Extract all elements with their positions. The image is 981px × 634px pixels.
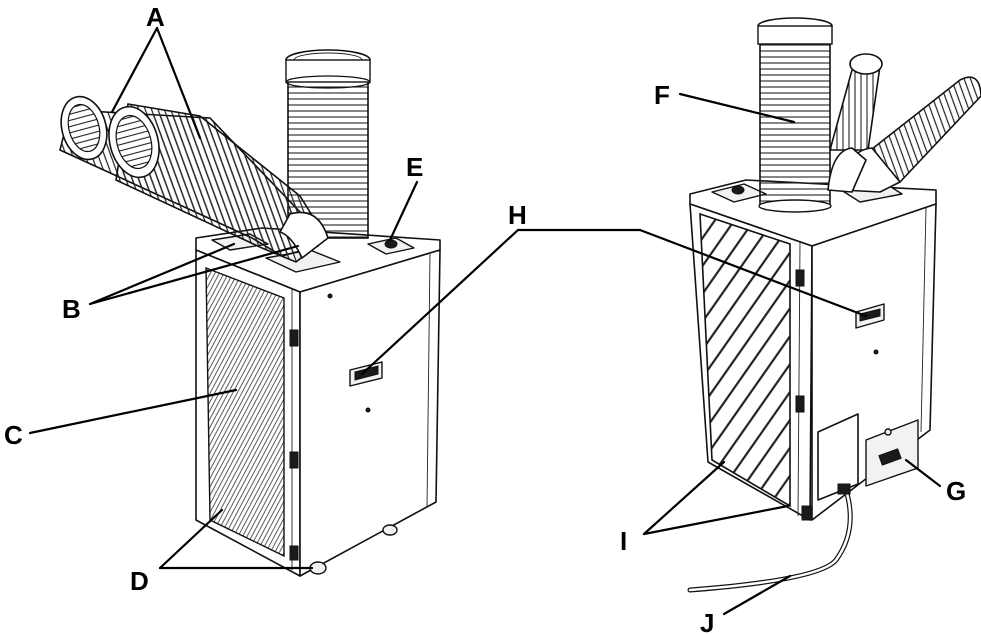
hose-elbow <box>279 211 329 259</box>
label-c: C <box>4 420 23 450</box>
label-g: G <box>946 476 966 506</box>
right-unit <box>687 17 981 593</box>
callout-labels: A B C D E F G H I J <box>4 2 966 634</box>
label-i: I <box>620 526 627 556</box>
left-unit <box>59 49 441 577</box>
side-vent-lower <box>289 451 299 469</box>
label-d: D <box>130 566 149 596</box>
rear-vent-bottom <box>801 505 813 521</box>
side-vent-bottom <box>289 545 299 561</box>
label-f: F <box>654 80 670 110</box>
left-unit-front <box>299 249 441 577</box>
rear-vent-lower <box>795 395 805 413</box>
label-h: H <box>508 200 527 230</box>
caster-wheel-rear <box>382 524 398 536</box>
label-e: E <box>406 152 423 182</box>
leader-lines <box>28 26 942 616</box>
cold-air-hose-rear-1 <box>828 61 881 151</box>
control-knob <box>384 239 398 249</box>
rear-vent-upper <box>795 269 805 287</box>
drain-cover <box>817 413 859 501</box>
condenser-grille <box>699 212 791 508</box>
label-j: J <box>700 608 714 634</box>
label-a: A <box>146 2 165 32</box>
power-socket <box>878 448 902 466</box>
label-b: B <box>62 294 81 324</box>
side-vent-upper <box>289 329 299 347</box>
air-filter-grille <box>205 266 285 558</box>
